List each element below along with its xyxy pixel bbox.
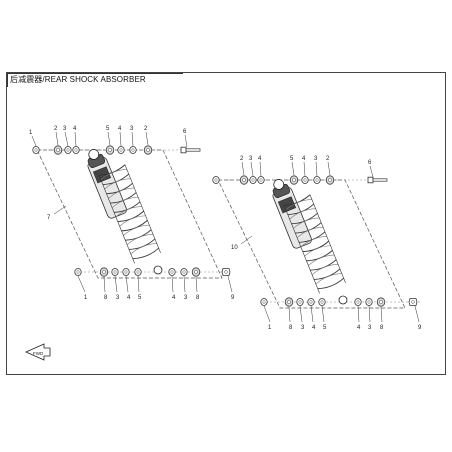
callout-right-bottom-7: 8	[380, 325, 384, 331]
callout-left-bottom-8: 9	[231, 295, 235, 301]
callout-left-top-2: 3	[63, 126, 67, 132]
left-shock-absorber	[87, 149, 127, 219]
callout-right-bottom-2: 3	[301, 325, 305, 331]
callout-right-side: 10	[231, 245, 238, 251]
callout-right-bottom-5: 4	[357, 325, 361, 331]
callout-right-top-7: 6	[368, 160, 372, 166]
right-shock-assembly: 2 3 4 5 4 3 2 6 10 1 8 3 4 5 4 3 8 9	[212, 156, 422, 331]
callout-right-bottom-6: 3	[368, 325, 372, 331]
callout-right-bottom-4: 5	[323, 325, 327, 331]
left-shock-assembly: 1 2 3 4 5 4 3 2 6 7 1 8 3 4 5 4 3 8 9	[29, 126, 235, 301]
callout-right-top-0: 2	[240, 156, 244, 162]
callout-right-bottom-3: 4	[312, 325, 316, 331]
callout-right-bottom-8: 9	[418, 325, 422, 331]
right-shock-spring	[283, 194, 346, 294]
callout-left-bottom-3: 4	[127, 295, 131, 301]
callout-right-top-5: 3	[314, 156, 318, 162]
callout-left-side: 7	[47, 215, 51, 221]
left-top-washer-1	[32, 146, 40, 154]
callout-right-bottom-0: 1	[268, 325, 272, 331]
callout-left-top-4: 5	[106, 126, 110, 132]
callout-left-top-0: 1	[29, 130, 33, 136]
callout-left-top-1: 2	[54, 126, 58, 132]
callout-right-top-6: 2	[326, 156, 330, 162]
title-tab	[7, 73, 183, 87]
right-shock-absorber	[272, 179, 312, 249]
left-shock-spring	[98, 164, 161, 264]
front-direction-arrow-icon: FWD	[25, 343, 51, 361]
callout-left-bottom-7: 8	[196, 295, 200, 301]
callout-right-top-4: 4	[302, 156, 306, 162]
callout-right-top-2: 4	[258, 156, 262, 162]
page-title: 后减震器/REAR SHOCK ABSORBER	[10, 75, 146, 84]
callout-right-top-3: 5	[290, 156, 294, 162]
callout-left-bottom-5: 4	[172, 295, 176, 301]
callout-left-top-6: 3	[130, 126, 134, 132]
callout-left-bottom-4: 5	[138, 295, 142, 301]
callout-right-top-1: 3	[249, 156, 253, 162]
diagram-frame	[6, 72, 446, 375]
callout-left-top-3: 4	[73, 126, 77, 132]
callout-left-bottom-2: 3	[116, 295, 120, 301]
callout-right-bottom-1: 8	[289, 325, 293, 331]
callout-left-top-8: 6	[183, 129, 187, 135]
callout-left-top-5: 4	[118, 126, 122, 132]
callout-left-top-7: 2	[144, 126, 148, 132]
front-mark-label: FWD	[33, 351, 44, 356]
callout-left-bottom-6: 3	[184, 295, 188, 301]
callout-left-bottom-0: 1	[84, 295, 88, 301]
callout-left-bottom-1: 8	[104, 295, 108, 301]
